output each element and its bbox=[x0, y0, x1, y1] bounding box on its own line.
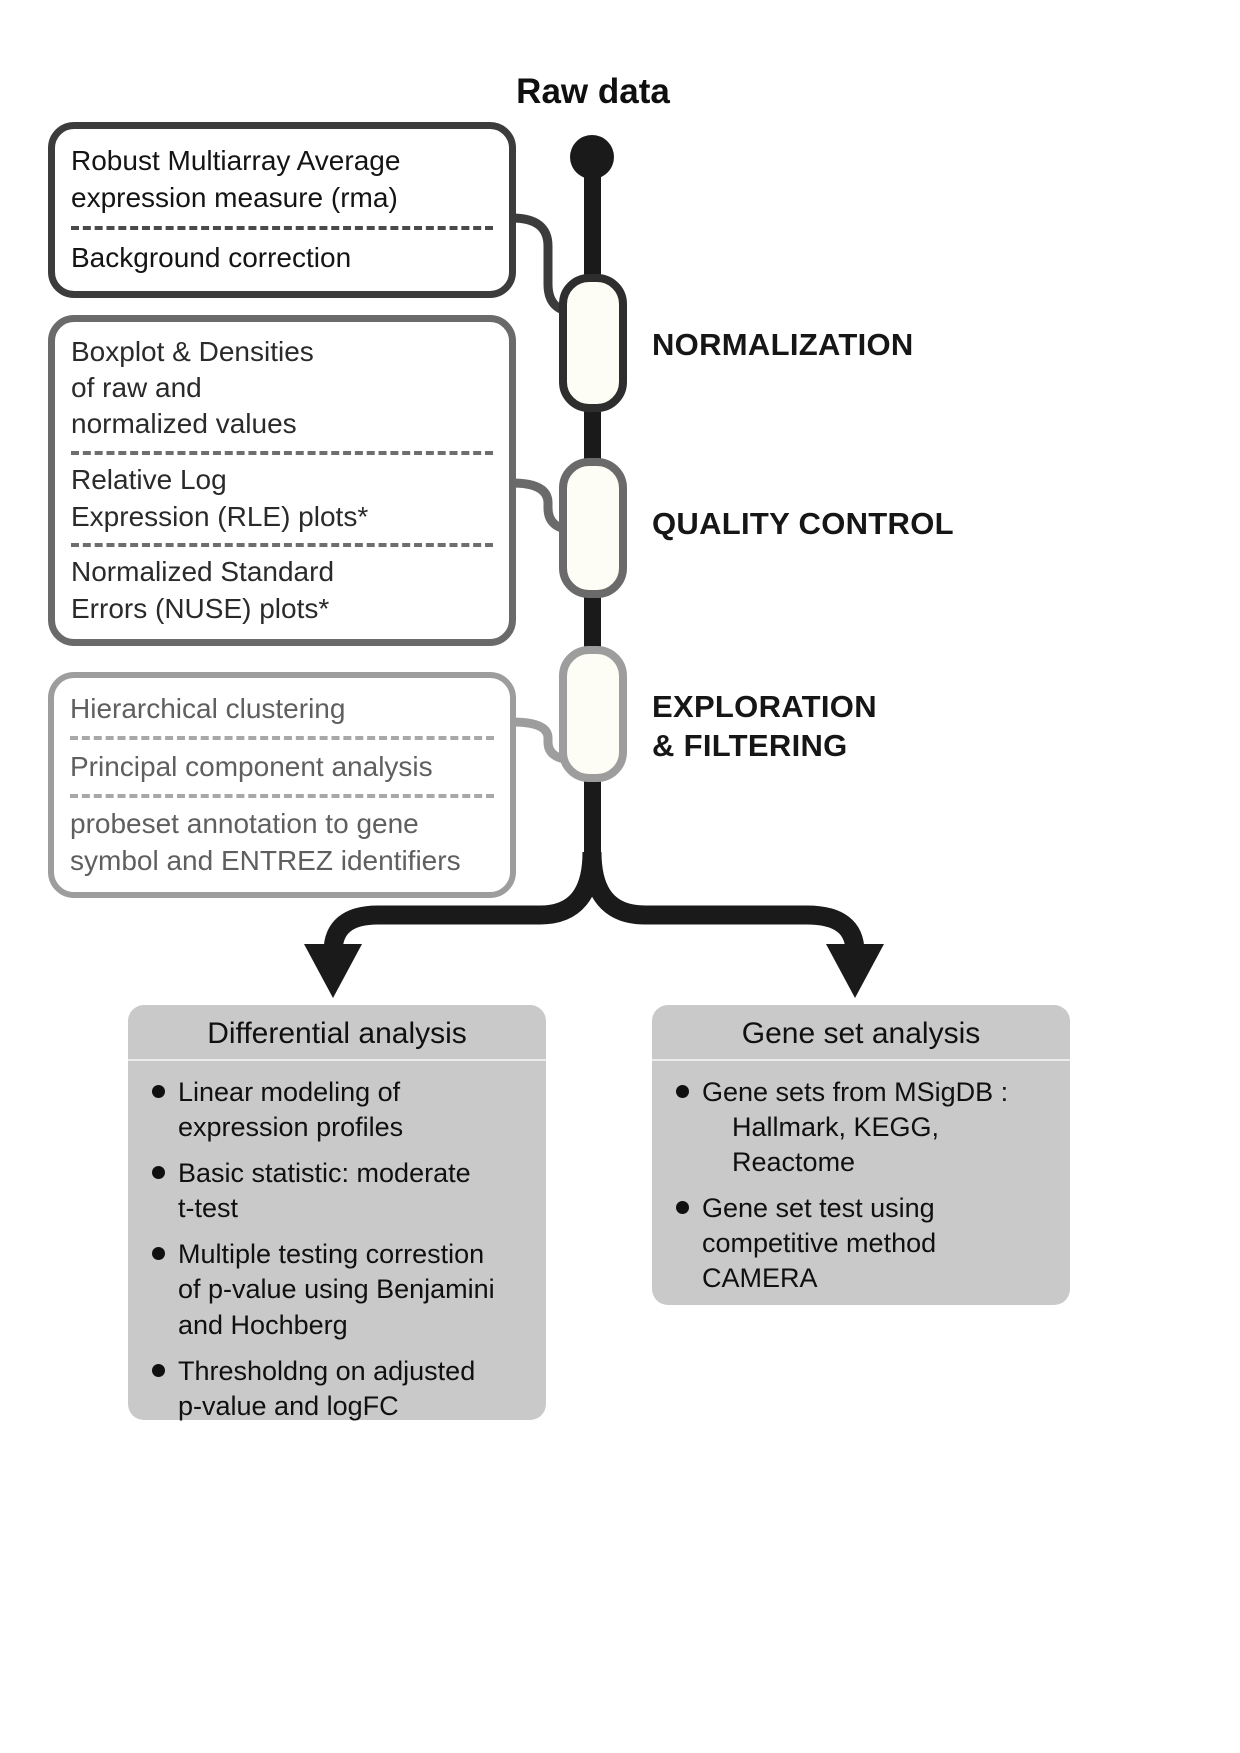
dashed-divider bbox=[71, 542, 493, 547]
bullet-text: Thresholdng on adjusted p-value and logF… bbox=[178, 1355, 476, 1421]
exploration-methods-box: Hierarchical clustering Principal compon… bbox=[48, 672, 516, 898]
quality-control-stage-node bbox=[559, 458, 627, 598]
method-item-nuse-plots: Normalized Standard Errors (NUSE) plots* bbox=[71, 556, 335, 624]
method-item-hierarchical-clustering: Hierarchical clustering bbox=[70, 692, 346, 724]
normalization-stage-node bbox=[559, 274, 627, 412]
dashed-divider bbox=[71, 450, 493, 455]
left-arrowhead-icon bbox=[304, 944, 362, 998]
dashed-divider bbox=[70, 793, 494, 798]
right-branch-line bbox=[582, 851, 865, 953]
stage-label-exploration-filtering: EXPLORATION & FILTERING bbox=[652, 689, 877, 763]
method-item-pca: Principal component analysis bbox=[70, 750, 433, 782]
bullet-item: Linear modeling of expression profiles bbox=[152, 1075, 532, 1145]
bullet-text: Gene set test using competitive method C… bbox=[702, 1193, 937, 1294]
differential-analysis-panel: Differential analysis Linear modeling of… bbox=[128, 1005, 546, 1421]
bullet-icon bbox=[152, 1363, 165, 1377]
method-item-background-correction: Background correction bbox=[71, 242, 352, 274]
bullet-text: Basic statistic: moderate t-test bbox=[178, 1158, 471, 1224]
bullet-text: Linear modeling of expression profiles bbox=[178, 1077, 404, 1143]
bullet-icon bbox=[676, 1085, 689, 1098]
bullet-icon bbox=[676, 1201, 689, 1215]
dashed-divider bbox=[70, 735, 494, 740]
dashed-divider bbox=[71, 226, 493, 231]
bullet-item: Multiple testing correstion of p-value u… bbox=[152, 1237, 532, 1342]
panel-title-differential: Differential analysis bbox=[128, 1005, 546, 1061]
bullet-icon bbox=[152, 1247, 165, 1261]
right-arrowhead-icon bbox=[826, 944, 884, 998]
quality-control-methods-box: Boxplot & Densities of raw and normalize… bbox=[48, 315, 516, 646]
raw-data-label: Raw data bbox=[516, 72, 670, 111]
stage-label-quality-control: QUALITY CONTROL bbox=[652, 506, 954, 541]
bullet-text: Multiple testing correstion of p-value u… bbox=[178, 1239, 495, 1340]
stage-label-normalization: NORMALIZATION bbox=[652, 327, 914, 362]
panel-title-gene-set: Gene set analysis bbox=[652, 1005, 1070, 1061]
raw-data-node bbox=[570, 135, 614, 179]
gene-set-bullet-list: Gene sets from MSigDB : Hallmark, KEGG, … bbox=[652, 1075, 1070, 1297]
bullet-item: Thresholdng on adjusted p-value and logF… bbox=[152, 1354, 532, 1424]
method-item-rma: Robust Multiarray Average expression mea… bbox=[71, 145, 401, 213]
gene-set-analysis-panel: Gene set analysis Gene sets from MSigDB … bbox=[652, 1005, 1070, 1305]
bullet-item: Gene set test using competitive method C… bbox=[676, 1191, 1056, 1296]
method-item-rle-plots: Relative Log Expression (RLE) plots* bbox=[71, 464, 369, 532]
differential-bullet-list: Linear modeling of expression profiles B… bbox=[128, 1075, 546, 1424]
bullet-item: Basic statistic: moderate t-test bbox=[152, 1156, 532, 1226]
bullet-text: Gene sets from MSigDB : Hallmark, KEGG, … bbox=[702, 1077, 1009, 1178]
method-item-boxplot-densities: Boxplot & Densities of raw and normalize… bbox=[71, 335, 314, 440]
bullet-item: Gene sets from MSigDB : Hallmark, KEGG, … bbox=[676, 1075, 1056, 1180]
method-item-probeset-annotation: probeset annotation to gene symbol and E… bbox=[70, 808, 461, 876]
bullet-icon bbox=[152, 1166, 165, 1180]
exploration-stage-node bbox=[559, 646, 627, 782]
bullet-icon bbox=[152, 1085, 165, 1098]
normalization-methods-box: Robust Multiarray Average expression mea… bbox=[48, 122, 516, 298]
